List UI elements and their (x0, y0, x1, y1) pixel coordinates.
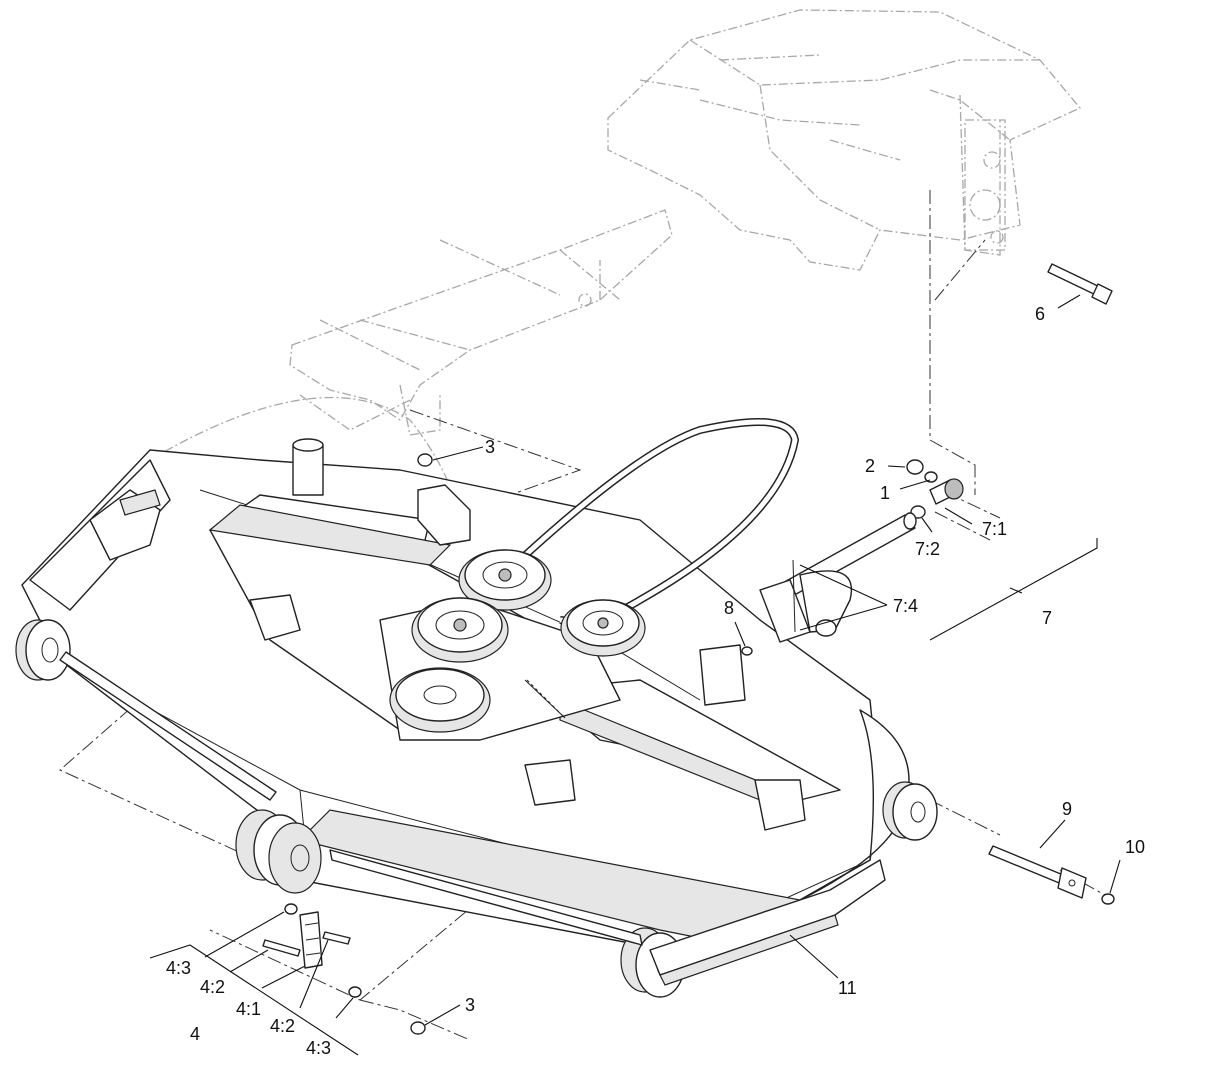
wheel-rear-left (235, 809, 322, 894)
callout-7-4: 7:4 (893, 596, 918, 616)
callout-4-3-right: 4:3 (306, 1038, 331, 1058)
callout-4-2-left: 4:2 (200, 977, 225, 997)
callout-9: 9 (1062, 799, 1072, 819)
part-6-bolt (1047, 263, 1113, 305)
part-7-pivot-assembly (759, 459, 964, 643)
pulley-lower (389, 667, 491, 733)
callout-6: 6 (1035, 304, 1045, 324)
callout-7: 7 (1042, 608, 1052, 628)
callout-7-2: 7:2 (915, 539, 940, 559)
callout-10: 10 (1125, 837, 1145, 857)
callout-4: 4 (190, 1024, 200, 1044)
callout-2: 2 (865, 456, 875, 476)
leader-lines (204, 294, 1121, 1026)
pulley-center (411, 597, 509, 663)
callout-labels: 1 2 3 3 4 4:1 4:2 4:2 4:3 4:3 6 7 7:1 7:… (166, 304, 1145, 1058)
wheel-right (882, 781, 938, 841)
nut-parts (410, 453, 753, 1035)
callout-4-3-left: 4:3 (166, 958, 191, 978)
left-roller-assembly (29, 459, 171, 611)
group-brackets (149, 538, 1098, 1056)
idler-spring (524, 679, 566, 719)
callout-4-2-right: 4:2 (270, 1016, 295, 1036)
part-4-chain-kit (262, 903, 362, 998)
callout-8: 8 (724, 598, 734, 618)
mower-spindle-post (292, 438, 324, 496)
pulley-upper (458, 549, 552, 611)
callout-1: 1 (880, 483, 890, 503)
drive-belt (517, 418, 799, 625)
callout-4-1: 4:1 (236, 999, 261, 1019)
callout-11: 11 (838, 978, 857, 998)
part-9-axle-bolt (988, 845, 1087, 899)
callout-3-upper: 3 (485, 437, 495, 457)
part-10-nut (1101, 893, 1115, 905)
pulley-right (560, 599, 646, 657)
part-11-bumper (649, 859, 886, 986)
callout-7-1: 7:1 (982, 519, 1007, 539)
tractor-frame-phantom (607, 9, 1082, 271)
callout-3-lower: 3 (465, 995, 475, 1015)
roller-rods (59, 651, 643, 946)
deck-brackets (249, 484, 806, 831)
wheel-left-front (15, 619, 71, 681)
